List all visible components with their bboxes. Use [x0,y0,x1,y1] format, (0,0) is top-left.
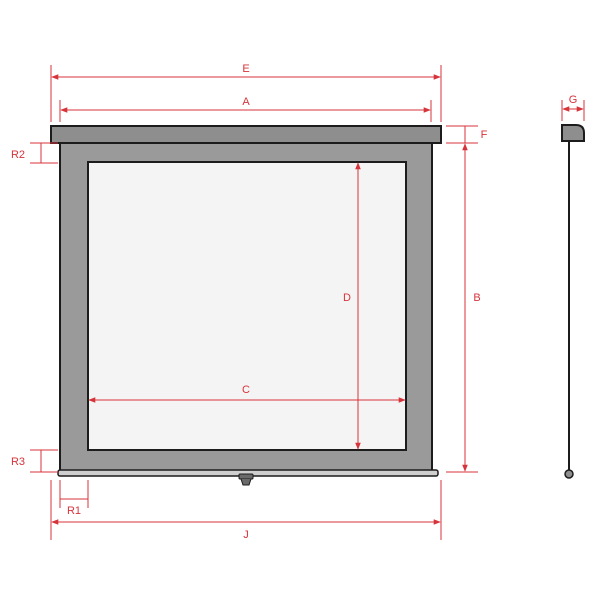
label-F: F [481,129,488,141]
label-E: E [242,63,249,75]
label-B: B [473,292,480,304]
screen-side-view [561,124,585,479]
label-A: A [242,96,250,108]
label-R1: R1 [67,505,81,517]
top-case [50,125,442,144]
side-weight-bar [564,469,574,479]
label-J: J [243,529,249,541]
label-D: D [343,292,351,304]
label-G: G [569,94,578,106]
label-C: C [242,384,250,396]
dimension-lines [30,65,585,540]
pull-handle-icon [238,473,254,486]
label-R2: R2 [11,149,25,161]
screen-front-view [50,125,442,486]
label-R3: R3 [11,456,25,468]
side-case-profile [561,124,585,142]
